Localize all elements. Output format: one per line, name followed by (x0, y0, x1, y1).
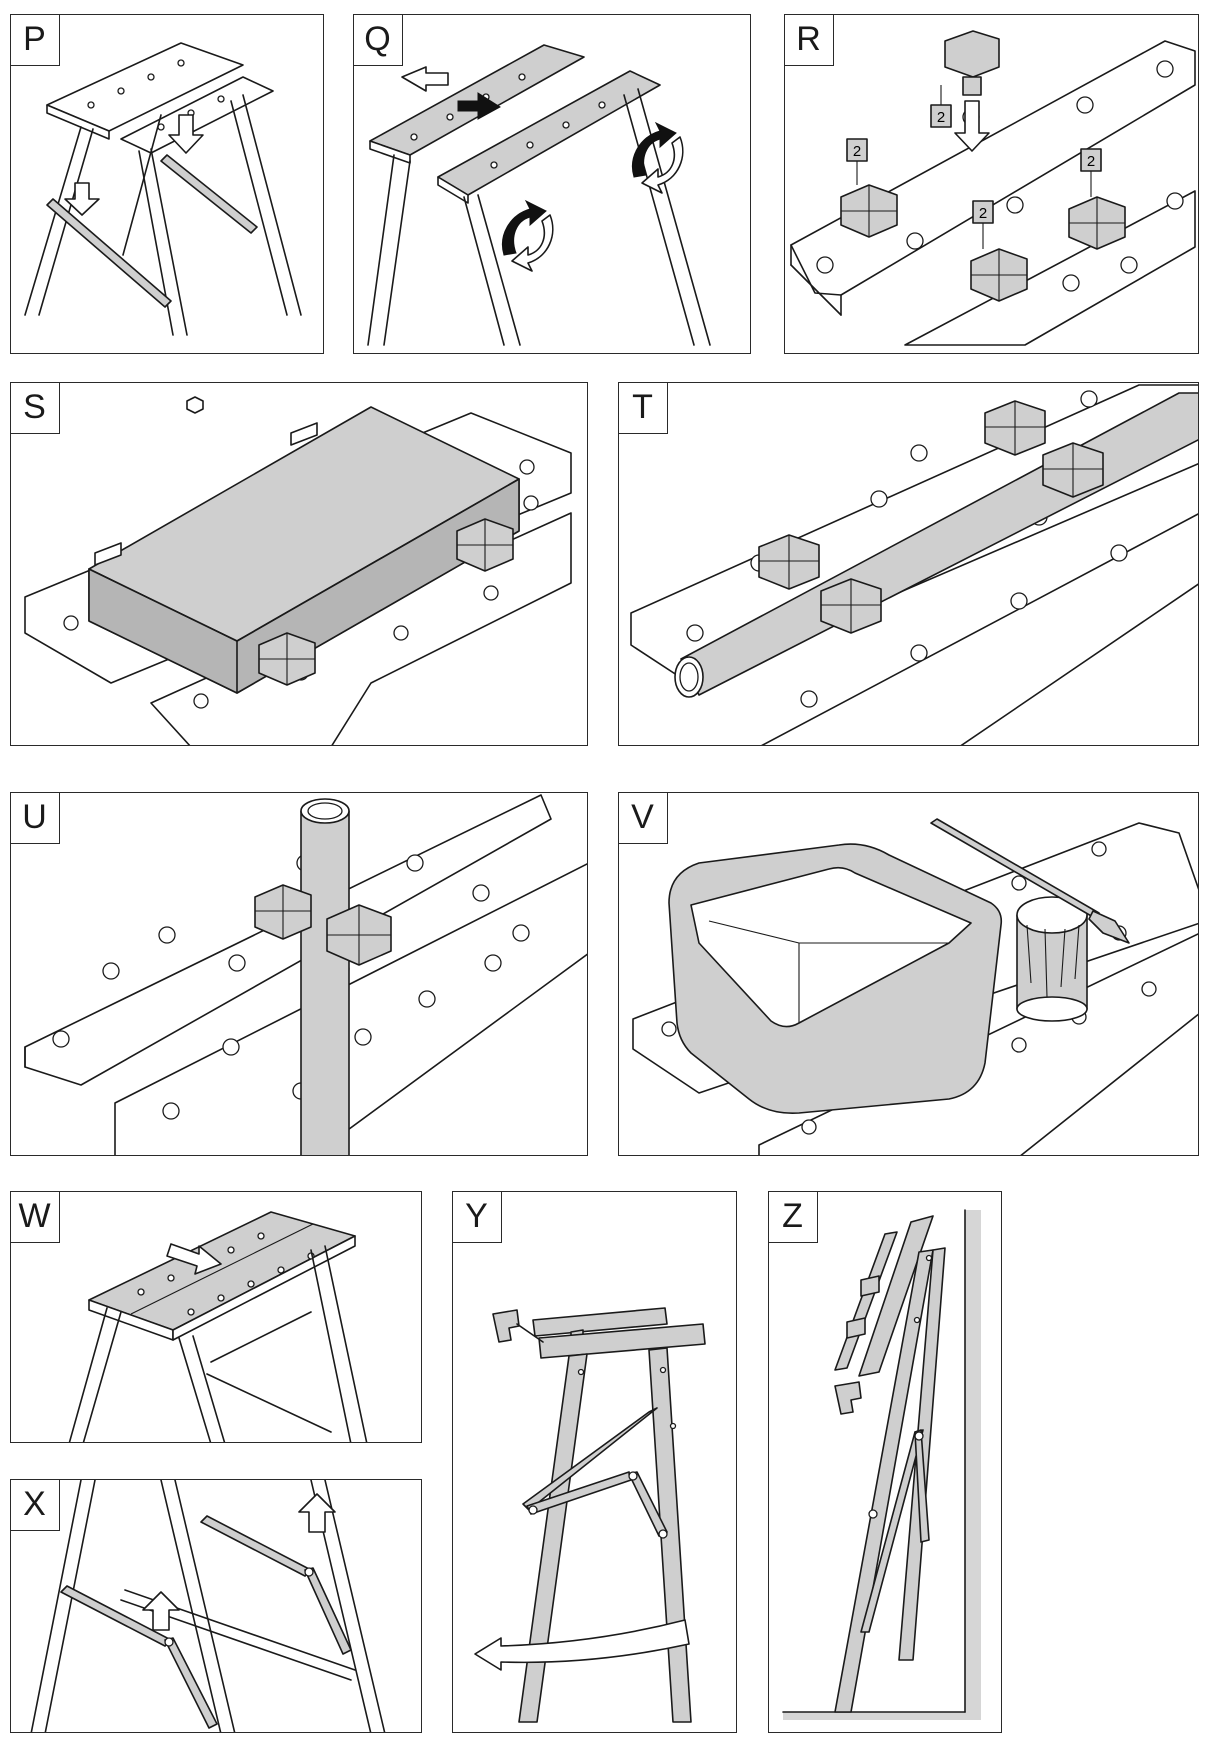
panel-s: S (10, 382, 588, 746)
jaw-number: 2 (853, 143, 861, 160)
rotate-arrow-icon (632, 121, 677, 178)
bench-jaw (758, 534, 820, 590)
bench-jaw (840, 184, 898, 238)
bench-jaw (326, 904, 392, 966)
arrow-right-icon (166, 1243, 222, 1275)
panel-label: S (11, 383, 60, 434)
illustration-tub-and-paint-can (632, 818, 1198, 1155)
illustration-workbench-open-legs (24, 42, 302, 336)
panel-label: V (619, 793, 668, 844)
rotate-arrow-icon (502, 199, 547, 256)
panel-r: R 2 2 (784, 14, 1199, 354)
illustration-clamp-flat-board (24, 396, 572, 745)
panel-v: V (618, 792, 1199, 1156)
pipe (680, 392, 1198, 696)
panel-p: P (10, 14, 324, 354)
curved-arrow-left-icon (474, 1619, 690, 1671)
illustration-clamp-pipe-horizontal (630, 384, 1198, 745)
board-holes (87, 59, 225, 131)
bench-jaw (254, 884, 312, 940)
panel-w: W (10, 1191, 422, 1443)
arrow-down-icon (954, 100, 990, 152)
panel-t: T (618, 382, 1199, 746)
board-holes (410, 73, 606, 169)
arrow-left-icon (401, 66, 449, 92)
illustration-clamp-pipe-vertical (24, 794, 587, 1155)
arrow-down-icon (64, 182, 100, 216)
bench-jaw (456, 518, 514, 572)
panel-label: X (11, 1480, 60, 1531)
bench-jaw (1068, 196, 1126, 250)
panel-label: R (785, 15, 834, 66)
panel-q: Q (353, 14, 751, 354)
illustration-insert-bench-jaws: 2 2 2 2 (790, 30, 1196, 346)
panel-label: Q (354, 15, 403, 66)
illustration-stored-against-wall (782, 1209, 981, 1720)
bench-jaw (944, 30, 1000, 96)
floor (783, 1712, 981, 1720)
panel-y: Y (452, 1191, 737, 1733)
arrow-up-icon (142, 1591, 180, 1631)
rotate-arrow-icon (641, 136, 684, 194)
panel-label: Z (769, 1192, 818, 1243)
panel-label: P (11, 15, 60, 66)
arrow-down-icon (168, 114, 204, 154)
bench-jaw (258, 632, 316, 686)
rotate-arrow-icon (511, 214, 554, 272)
bench-jaw (820, 578, 882, 634)
panel-u: U (10, 792, 588, 1156)
pipe (300, 810, 350, 1155)
bench-jaw (970, 248, 1028, 302)
bench-jaw (1042, 442, 1104, 498)
illustration-boards-slide-apart (367, 44, 711, 346)
panel-z: Z (768, 1191, 1002, 1733)
board-holes (52, 854, 530, 1120)
panel-label: W (11, 1192, 60, 1243)
panel-label: U (11, 793, 60, 844)
arrow-right-icon (457, 92, 501, 120)
wall (965, 1210, 981, 1720)
illustration-fold-leg-braces (30, 1480, 386, 1732)
panel-label: Y (453, 1192, 502, 1243)
jaw-number: 2 (1087, 153, 1095, 170)
panel-label: T (619, 383, 668, 434)
jaw-number: 2 (937, 109, 945, 126)
illustration-folded-workbench-side (474, 1307, 706, 1723)
panel-x: X (10, 1479, 422, 1733)
jaw-number: 2 (979, 205, 987, 222)
arrow-up-icon (298, 1493, 336, 1533)
bench-jaw (984, 400, 1046, 456)
illustration-slide-boards-together (68, 1211, 368, 1442)
